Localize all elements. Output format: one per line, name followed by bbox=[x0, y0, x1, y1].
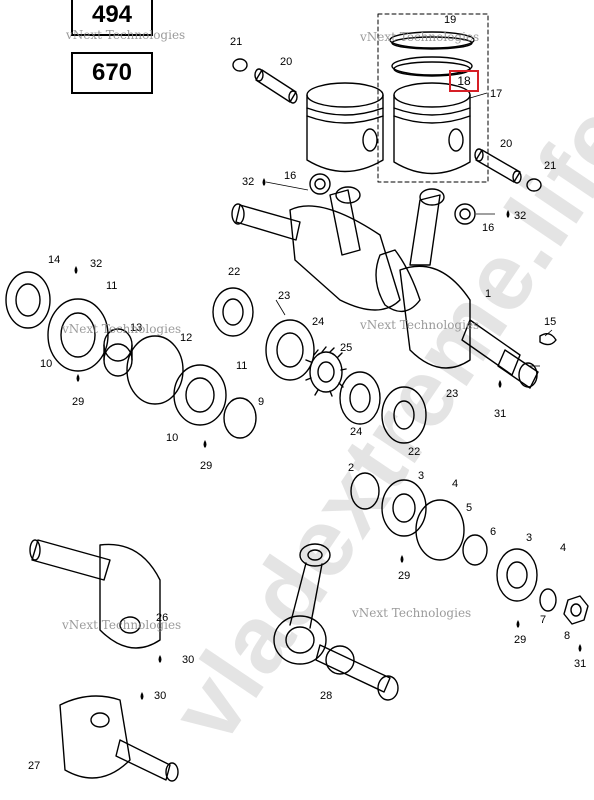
connecting-rod-assembly-28 bbox=[273, 543, 399, 701]
bearing-10-bottom bbox=[173, 364, 227, 426]
watermark-label: vNext Technologies bbox=[62, 618, 182, 632]
part-callout[interactable]: 6 bbox=[490, 526, 497, 538]
part-callout[interactable]: 20 bbox=[280, 56, 293, 68]
piston-left bbox=[306, 82, 384, 173]
ring-7 bbox=[539, 588, 557, 612]
part-callout[interactable]: 4 bbox=[560, 542, 567, 554]
gear-25 bbox=[305, 346, 347, 397]
needle-bearing-right bbox=[454, 203, 476, 225]
oil-seal-left bbox=[5, 271, 51, 329]
piston-ring-19 bbox=[389, 31, 475, 49]
part-callout[interactable]: 17 bbox=[490, 88, 503, 100]
oil-drop-markers bbox=[74, 178, 582, 700]
part-callout[interactable]: 16 bbox=[482, 222, 495, 234]
seal-24-top bbox=[265, 319, 315, 381]
bearing-10-top bbox=[47, 298, 109, 372]
watermark-label: vNext Technologies bbox=[66, 28, 186, 42]
crank-half-26 bbox=[29, 539, 161, 649]
circlip-left bbox=[232, 58, 248, 72]
watermark-label: vNext Technologies bbox=[62, 322, 182, 336]
part-callout[interactable]: 27 bbox=[28, 760, 41, 772]
piston-group-box bbox=[377, 13, 489, 183]
part-callout[interactable]: 22 bbox=[408, 446, 421, 458]
engine-variant-box: 494 bbox=[71, 0, 153, 36]
part-callout[interactable]: 29 bbox=[200, 460, 213, 472]
part-callout[interactable]: 13 bbox=[130, 322, 143, 334]
part-callout[interactable]: 29 bbox=[514, 634, 527, 646]
part-callout[interactable]: 11 bbox=[106, 280, 118, 292]
ring-12 bbox=[126, 335, 184, 405]
part-callout[interactable]: 1 bbox=[485, 288, 492, 300]
part-callout[interactable]: 19 bbox=[444, 14, 457, 26]
part-callout[interactable]: 32 bbox=[90, 258, 103, 270]
ring-6 bbox=[462, 534, 488, 566]
part-callout[interactable]: 22 bbox=[228, 266, 241, 278]
part-callout[interactable]: 24 bbox=[350, 426, 363, 438]
needle-bearing-left bbox=[309, 173, 331, 195]
crankshaft-assembly bbox=[231, 186, 539, 389]
seal-24-bottom bbox=[339, 371, 381, 425]
part-callout[interactable]: 29 bbox=[398, 570, 411, 582]
woodruff-key bbox=[539, 333, 557, 346]
piston-right bbox=[393, 82, 471, 175]
spacer-13 bbox=[103, 328, 133, 377]
ring-2 bbox=[350, 472, 380, 510]
part-callout[interactable]: 21 bbox=[544, 160, 557, 172]
part-callout[interactable]: 10 bbox=[166, 432, 179, 444]
part-callout[interactable]: 8 bbox=[564, 630, 571, 642]
part-callout[interactable]: 21 bbox=[230, 36, 243, 48]
nut-8 bbox=[563, 595, 589, 625]
part-callout[interactable]: 32 bbox=[514, 210, 527, 222]
part-callout[interactable]: 14 bbox=[48, 254, 61, 266]
part-callout[interactable]: 31 bbox=[494, 408, 507, 420]
part-callout[interactable]: 30 bbox=[154, 690, 167, 702]
part-callout[interactable]: 12 bbox=[180, 332, 193, 344]
bearing-22-top bbox=[212, 287, 254, 337]
part-callout[interactable]: 4 bbox=[452, 478, 459, 490]
part-callout[interactable]: 5 bbox=[466, 502, 473, 514]
part-callout[interactable]: 23 bbox=[446, 388, 459, 400]
bearing-3-top bbox=[381, 479, 427, 537]
crank-half-27 bbox=[59, 695, 179, 782]
part-callout[interactable]: 11 bbox=[236, 360, 248, 372]
part-callout[interactable]: 3 bbox=[526, 532, 533, 544]
bearing-22-bottom bbox=[381, 386, 427, 444]
watermark-label: vNext Technologies bbox=[360, 30, 480, 44]
part-callout[interactable]: 23 bbox=[278, 290, 291, 302]
part-callout[interactable]: 10 bbox=[40, 358, 53, 370]
part-callout[interactable]: 25 bbox=[340, 342, 353, 354]
part-callout[interactable]: 31 bbox=[574, 658, 587, 670]
part-callout[interactable]: 29 bbox=[72, 396, 85, 408]
part-callout[interactable]: 7 bbox=[540, 614, 547, 626]
part-callout[interactable]: 32 bbox=[242, 176, 255, 188]
wrist-pin-right bbox=[474, 148, 522, 184]
part-callout[interactable]: 26 bbox=[156, 612, 169, 624]
piston-ring-18 bbox=[391, 56, 473, 76]
part-callout[interactable]: 9 bbox=[258, 396, 265, 408]
part-callout[interactable]: 16 bbox=[284, 170, 297, 182]
part-callout[interactable]: 20 bbox=[500, 138, 513, 150]
watermark-label: vNext Technologies bbox=[360, 318, 480, 332]
circlip-right bbox=[526, 178, 542, 192]
part-callout[interactable]: 2 bbox=[348, 462, 355, 474]
part-callout[interactable]: 3 bbox=[418, 470, 425, 482]
part-callout[interactable]: 28 bbox=[320, 690, 333, 702]
part-callout[interactable]: 15 bbox=[544, 316, 557, 328]
engine-variant-box: 670 bbox=[71, 52, 153, 94]
ring-5 bbox=[415, 499, 465, 561]
wrist-pin-left bbox=[254, 68, 298, 104]
bearing-3-bottom bbox=[496, 548, 538, 602]
highlighted-part-callout[interactable]: 18 bbox=[449, 70, 479, 92]
ring-9 bbox=[223, 397, 257, 439]
watermark-label: vNext Technologies bbox=[352, 606, 472, 620]
part-callout[interactable]: 30 bbox=[182, 654, 195, 666]
part-callout[interactable]: 24 bbox=[312, 316, 325, 328]
